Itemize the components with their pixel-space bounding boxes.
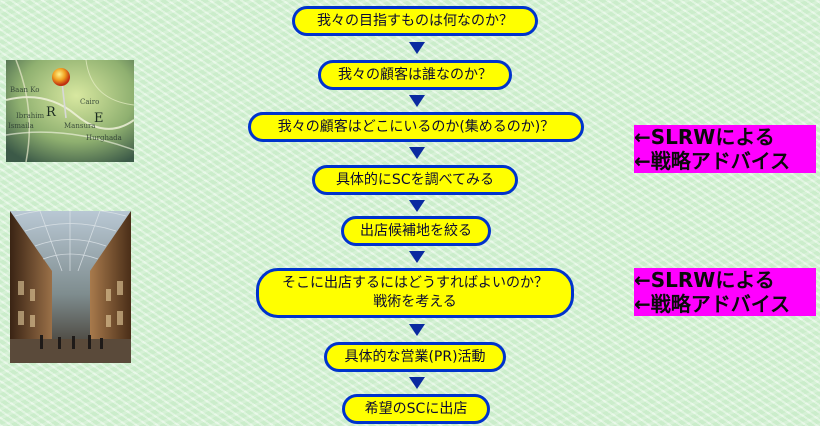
svg-text:Cairo: Cairo (80, 98, 99, 106)
arcade-gallery-photo (10, 211, 131, 363)
annotation-strategy-advice-1: ←SLRWによる ←戦略アドバイス (634, 125, 816, 173)
annotation-2-line2: ←戦略アドバイス (634, 292, 791, 316)
flow-step-2: 我々の顧客は誰なのか？ (318, 60, 512, 90)
flow-arrow-2 (409, 95, 425, 107)
annotation-strategy-advice-2: ←SLRWによる ←戦略アドバイス (634, 268, 816, 316)
flow-arrow-3 (409, 147, 425, 159)
flow-step-8: 希望のSCに出店 (342, 394, 490, 424)
svg-text:E: E (94, 111, 104, 126)
flow-step-7: 具体的な営業(PR)活動 (324, 342, 506, 372)
flow-step-6-line1: そこに出店するにはどうすればよいのか？ (282, 275, 548, 291)
annotation-1-line2: ←戦略アドバイス (634, 149, 791, 173)
svg-text:R: R (46, 105, 57, 120)
svg-text:Ismaila: Ismaila (8, 122, 34, 130)
flow-arrow-6 (409, 324, 425, 336)
map-pin-photo: Baan Ko Cairo Ibrahim Ismaila Mansura Hu… (6, 60, 134, 162)
annotation-2-line1: ←SLRWによる (634, 268, 775, 292)
annotation-1-line1: ←SLRWによる (634, 125, 775, 149)
flow-arrow-5 (409, 251, 425, 263)
flow-step-6-line2: 戦術を考える (373, 294, 457, 310)
flow-arrow-7 (409, 377, 425, 389)
flow-step-1: 我々の目指すものは何なのか？ (292, 6, 538, 36)
flow-step-3: 我々の顧客はどこにいるのか(集めるのか)？ (248, 112, 584, 142)
flow-arrow-4 (409, 200, 425, 212)
svg-text:Ibrahim: Ibrahim (16, 112, 45, 120)
flow-step-5: 出店候補地を絞る (341, 216, 491, 246)
svg-text:Mansura: Mansura (64, 122, 95, 130)
flow-step-4: 具体的にSCを調べてみる (312, 165, 518, 195)
flow-step-6: そこに出店するにはどうすればよいのか？ 戦術を考える (256, 268, 574, 318)
svg-text:Hurghada: Hurghada (86, 134, 122, 142)
svg-text:Baan Ko: Baan Ko (10, 86, 39, 94)
flow-arrow-1 (409, 42, 425, 54)
